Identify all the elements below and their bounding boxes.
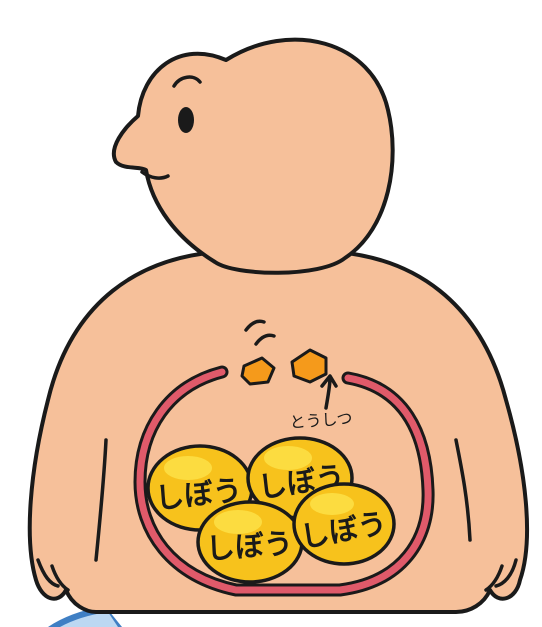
eye bbox=[178, 107, 194, 133]
fat-blob-4: しぼう bbox=[294, 484, 394, 564]
fat-blob-3: しぼう bbox=[198, 502, 302, 582]
person-head bbox=[114, 40, 393, 273]
fat-label-3: しぼう bbox=[205, 526, 294, 566]
